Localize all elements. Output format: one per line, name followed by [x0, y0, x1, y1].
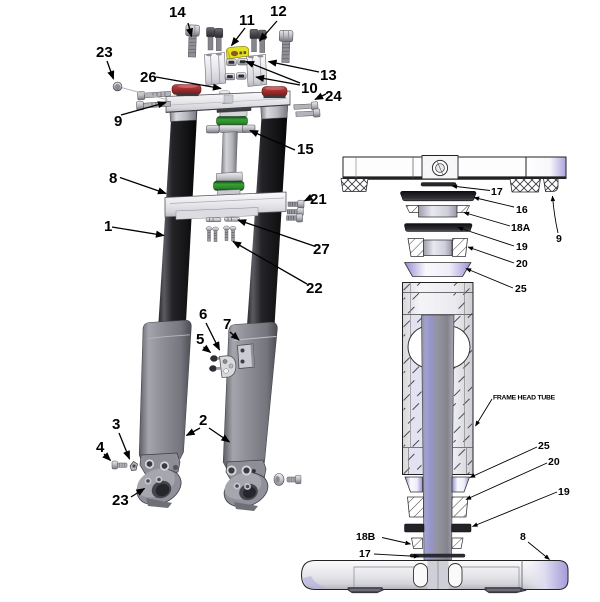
- svg-text:23: 23: [96, 44, 113, 61]
- svg-text:12: 12: [270, 3, 287, 20]
- svg-text:27: 27: [313, 241, 330, 258]
- svg-text:10: 10: [301, 80, 318, 97]
- svg-text:3: 3: [112, 416, 120, 433]
- svg-text:18B: 18B: [356, 531, 376, 543]
- svg-text:8: 8: [109, 170, 117, 187]
- svg-text:17: 17: [491, 186, 503, 198]
- svg-text:23: 23: [112, 492, 129, 509]
- svg-text:25: 25: [538, 440, 550, 452]
- svg-text:21: 21: [310, 191, 327, 208]
- svg-text:18A: 18A: [511, 222, 531, 234]
- svg-text:5: 5: [196, 331, 204, 348]
- svg-text:2: 2: [199, 412, 207, 429]
- svg-text:17: 17: [359, 548, 371, 560]
- svg-text:9: 9: [114, 113, 122, 130]
- svg-text:8: 8: [520, 531, 526, 543]
- svg-text:11: 11: [239, 12, 255, 29]
- svg-text:13: 13: [320, 67, 337, 84]
- svg-text:14: 14: [169, 4, 186, 21]
- svg-text:7: 7: [223, 316, 231, 333]
- svg-text:4: 4: [96, 439, 105, 456]
- svg-text:20: 20: [548, 456, 560, 468]
- svg-text:9: 9: [556, 233, 562, 245]
- svg-text:24: 24: [325, 88, 342, 105]
- svg-text:1: 1: [104, 218, 112, 235]
- svg-text:22: 22: [306, 280, 323, 297]
- svg-text:15: 15: [297, 141, 314, 158]
- svg-text:25: 25: [515, 283, 527, 295]
- svg-text:6: 6: [199, 306, 207, 323]
- svg-text:19: 19: [558, 486, 570, 498]
- svg-text:16: 16: [516, 204, 528, 216]
- svg-text:FRAME HEAD TUBE: FRAME HEAD TUBE: [493, 395, 556, 402]
- svg-text:20: 20: [516, 258, 528, 270]
- svg-text:26: 26: [140, 69, 157, 86]
- svg-text:19: 19: [516, 241, 528, 253]
